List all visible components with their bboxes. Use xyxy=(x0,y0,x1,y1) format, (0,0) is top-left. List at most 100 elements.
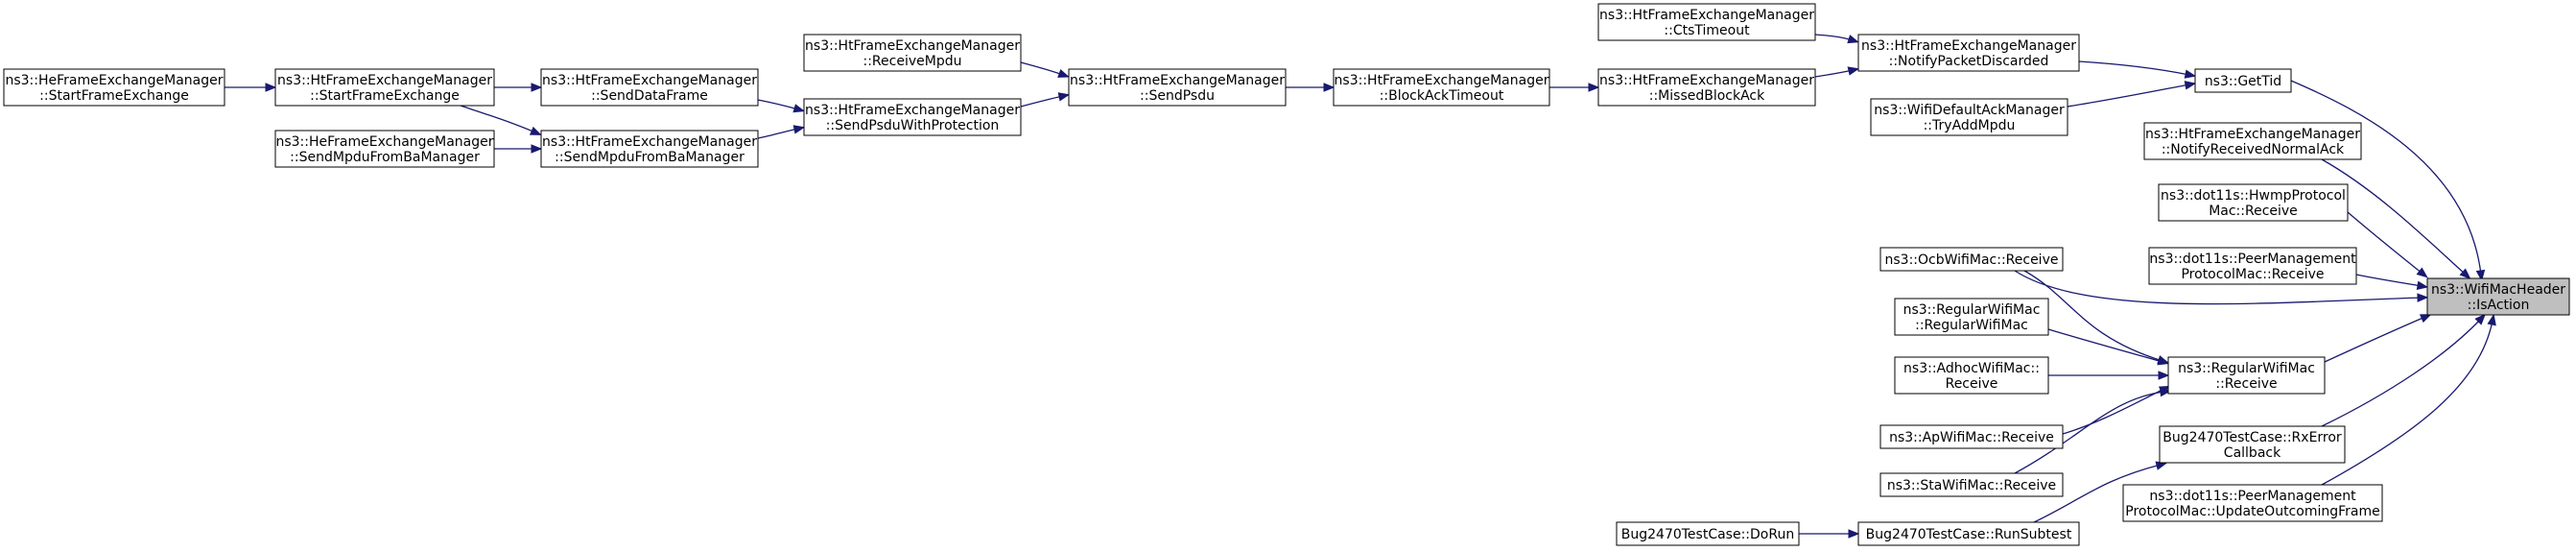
node-sendMpduFromBaManagerHe[interactable]: ns3::HeFrameExchangeManager::SendMpduFro… xyxy=(274,130,495,168)
node-label-line: ns3::HtFrameExchangeManager xyxy=(805,38,1020,54)
edge-ctsTimeout-to-notifyPacketDiscarded xyxy=(1814,34,1859,44)
node-label-line: Bug2470TestCase::RunSubtest xyxy=(1866,527,2072,542)
edge-line xyxy=(2033,464,2162,523)
edge-notifyReceivedNormalAck-to-target xyxy=(2321,158,2471,279)
node-startFrameExchangeHt[interactable]: ns3::HtFrameExchangeManager::StartFrameE… xyxy=(274,68,495,107)
edge-doRun-to-runSubtest xyxy=(1799,529,1860,539)
node-tryAddMpdu[interactable]: ns3::WifiDefaultAckManager::TryAddMpdu xyxy=(1870,98,2068,136)
node-label-line: ns3::HeFrameExchangeManager xyxy=(275,134,493,150)
arrowhead-icon xyxy=(2474,313,2487,325)
nodes-layer: ns3::WifiMacHeader::IsActionns3::GetTidn… xyxy=(3,3,2570,546)
edge-line xyxy=(1814,34,1854,41)
arrowhead-icon xyxy=(2487,313,2496,326)
arrowhead-icon xyxy=(1057,92,1071,102)
node-apReceive[interactable]: ns3::ApWifiMac::Receive xyxy=(1879,424,2064,449)
edge-ocbReceive-to-target xyxy=(2014,270,2429,305)
node-label-line: ns3::HtFrameExchangeManager xyxy=(1335,73,1549,88)
edge-sendPsdu-to-blockAckTimeout xyxy=(1286,83,1335,92)
node-sendDataFrame[interactable]: ns3::HtFrameExchangeManager::SendDataFra… xyxy=(540,68,759,107)
edge-line xyxy=(1020,95,1064,108)
node-adhocReceive[interactable]: ns3::AdhocWifiMac::Receive xyxy=(1894,356,2049,395)
node-doRun[interactable]: Bug2470TestCase::DoRun xyxy=(1616,521,1800,546)
edge-line xyxy=(1814,69,1854,78)
arrowhead-icon xyxy=(2157,356,2170,366)
node-box xyxy=(3,68,225,107)
arrowhead-icon xyxy=(2416,280,2429,290)
node-receiveMpdu[interactable]: ns3::HtFrameExchangeManager::ReceiveMpdu xyxy=(803,34,1022,72)
node-sendPsduWithProtection[interactable]: ns3::HtFrameExchangeManager::SendPsduWit… xyxy=(803,98,1022,136)
node-regularReceive[interactable]: ns3::RegularWifiMac::Receive xyxy=(2167,356,2326,395)
node-label-line: ::CtsTimeout xyxy=(1664,23,1750,38)
node-box xyxy=(2122,484,2383,522)
node-updateOutcomingFrame[interactable]: ns3::dot11s::PeerManagementProtocolMac::… xyxy=(2122,484,2383,522)
arrowhead-icon xyxy=(1323,83,1335,92)
edge-line xyxy=(2023,270,2163,362)
node-label-line: ::StartFrameExchange xyxy=(310,88,460,104)
edge-adhocReceive-to-regularReceive xyxy=(2048,371,2170,380)
edge-sendMpduFromBaManagerHe-to-sendMpduFromBaManagerHt xyxy=(494,144,543,154)
arrowhead-icon xyxy=(1848,529,1860,539)
arrowhead-icon xyxy=(2475,269,2486,282)
arrowhead-icon xyxy=(529,126,542,135)
arrowhead-icon xyxy=(2459,268,2471,279)
edge-line xyxy=(2062,388,2165,435)
node-label-line: ::Receive xyxy=(2215,376,2277,392)
node-sendPsdu[interactable]: ns3::HtFrameExchangeManager::SendPsdu xyxy=(1068,68,1287,107)
node-box xyxy=(2159,425,2346,464)
node-label-line: ::IsAction xyxy=(2468,298,2530,313)
node-label-line: ns3::dot11s::PeerManagement xyxy=(2149,252,2356,267)
node-notifyPacketDiscarded[interactable]: ns3::HtFrameExchangeManager::NotifyPacke… xyxy=(1857,34,2080,72)
node-label-line: ns3::WifiMacHeader xyxy=(2431,282,2565,298)
node-label-line: ::ReceiveMpdu xyxy=(863,54,962,69)
edge-line xyxy=(2047,328,2163,363)
node-sendMpduFromBaManagerHt[interactable]: ns3::HtFrameExchangeManager::SendMpduFro… xyxy=(540,130,759,168)
edge-sendDataFrame-to-sendPsduWithProtection xyxy=(757,99,806,113)
edge-blockAckTimeout-to-missedBlockAck xyxy=(1549,83,1600,92)
node-regularCtor[interactable]: ns3::RegularWifiMac::RegularWifiMac xyxy=(1894,298,2049,336)
node-peerMgmtReceive[interactable]: ns3::dot11s::PeerManagementProtocolMac::… xyxy=(2148,247,2357,285)
node-staReceive[interactable]: ns3::StaWifiMac::Receive xyxy=(1879,472,2064,497)
edge-startFrameExchangeHt-to-sendDataFrame xyxy=(494,83,543,92)
edge-notifyPacketDiscarded-to-getTid xyxy=(2078,60,2197,79)
node-box xyxy=(1857,521,2080,546)
node-label-line: ns3::HtFrameExchangeManager xyxy=(2145,127,2360,142)
edge-sendPsduWithProtection-to-sendPsdu xyxy=(1020,92,1071,108)
node-box xyxy=(1068,68,1287,107)
node-label-line: ::BlockAckTimeout xyxy=(1380,88,1504,104)
node-getTid[interactable]: ns3::GetTid xyxy=(2194,68,2292,93)
node-label-line: ns3::HtFrameExchangeManager xyxy=(1861,38,2076,54)
arrowhead-icon xyxy=(2417,293,2429,302)
node-label-line: ProtocolMac::Receive xyxy=(2181,267,2324,282)
node-label-line: ::NotifyReceivedNormalAck xyxy=(2162,142,2345,157)
node-label-line: ::SendPsduWithProtection xyxy=(826,118,1000,133)
node-notifyReceivedNormalAck[interactable]: ns3::HtFrameExchangeManager::NotifyRecei… xyxy=(2143,122,2362,160)
edge-line xyxy=(2355,274,2422,287)
node-ocbReceive[interactable]: ns3::OcbWifiMac::Receive xyxy=(1879,247,2064,272)
node-label-line: ns3::HtFrameExchangeManager xyxy=(1599,73,1814,88)
arrowhead-icon xyxy=(792,104,806,113)
node-label-line: Callback xyxy=(2224,445,2281,461)
node-runSubtest[interactable]: Bug2470TestCase::RunSubtest xyxy=(1857,521,2080,546)
node-label-line: ns3::RegularWifiMac xyxy=(2178,361,2315,376)
edge-line xyxy=(2321,158,2467,276)
node-label-line: ns3::ApWifiMac::Receive xyxy=(1889,430,2054,445)
node-label-line: ns3::GetTid xyxy=(2205,74,2281,89)
node-target[interactable]: ns3::WifiMacHeader::IsAction xyxy=(2426,277,2570,316)
node-label-line: ns3::HtFrameExchangeManager xyxy=(542,73,757,88)
node-label-line: ::SendMpduFromBaManager xyxy=(555,150,744,165)
edge-getTid-to-target xyxy=(2290,80,2486,282)
edge-line xyxy=(2321,318,2482,427)
arrowhead-icon xyxy=(2159,387,2172,397)
node-startFrameExchangeHe[interactable]: ns3::HeFrameExchangeManager::StartFrameE… xyxy=(3,68,225,107)
edge-line xyxy=(2014,270,2422,305)
node-ctsTimeout[interactable]: ns3::HtFrameExchangeManager::CtsTimeout xyxy=(1597,3,1816,41)
node-missedBlockAck[interactable]: ns3::HtFrameExchangeManager::MissedBlock… xyxy=(1597,68,1816,107)
node-label-line: ns3::HeFrameExchangeManager xyxy=(5,73,223,88)
node-blockAckTimeout[interactable]: ns3::HtFrameExchangeManager::BlockAckTim… xyxy=(1333,68,1550,107)
edge-line xyxy=(2347,211,2423,275)
node-label-line: ns3::HtFrameExchangeManager xyxy=(805,103,1020,118)
node-box xyxy=(274,68,495,107)
